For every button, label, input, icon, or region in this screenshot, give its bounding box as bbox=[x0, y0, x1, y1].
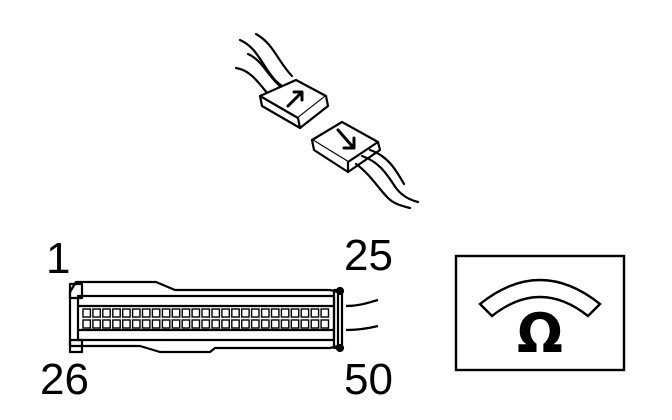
pin-cavity bbox=[141, 308, 151, 318]
pin-cavity bbox=[280, 308, 290, 318]
pin-cavity bbox=[92, 319, 102, 329]
pin-cavity bbox=[151, 308, 161, 318]
pin-cavity bbox=[270, 319, 280, 329]
pin-cavity bbox=[290, 308, 300, 318]
pin-cavity bbox=[300, 308, 310, 318]
pin-cavity bbox=[231, 319, 240, 329]
pin-cavity bbox=[201, 319, 211, 329]
pin-label-last-top: 25 bbox=[344, 231, 393, 280]
pin-cavity bbox=[131, 319, 141, 329]
pin-cavity bbox=[310, 308, 320, 318]
pin-cavity bbox=[161, 308, 171, 318]
pin-label-first-bottom: 26 bbox=[40, 355, 89, 404]
pin-cavity bbox=[171, 308, 181, 318]
pin-cavity bbox=[280, 319, 290, 329]
pin-cavity bbox=[141, 319, 151, 329]
pin-cavity bbox=[201, 308, 211, 318]
ohmmeter-icon bbox=[454, 254, 626, 372]
pin-cavity bbox=[211, 308, 221, 318]
pin-cavity bbox=[240, 308, 250, 318]
pin-label-first-top: 1 bbox=[46, 234, 70, 283]
pin-cavity bbox=[121, 319, 131, 329]
pin-cavity bbox=[92, 308, 102, 318]
pin-cavity bbox=[211, 319, 221, 329]
pin-cavity bbox=[260, 308, 270, 318]
pin-row-top bbox=[82, 308, 330, 318]
pin-cavity bbox=[121, 308, 131, 318]
pin-cavity bbox=[240, 319, 250, 329]
pin-cavity bbox=[102, 319, 111, 329]
pin-cavity bbox=[181, 319, 191, 329]
pin-cavity bbox=[151, 319, 161, 329]
pin-cavity bbox=[131, 308, 141, 318]
pin-cavity bbox=[191, 319, 201, 329]
pin-cavity bbox=[250, 319, 260, 329]
pin-cavity bbox=[112, 308, 121, 318]
pin-cavity bbox=[231, 308, 240, 318]
pin-cavity bbox=[310, 319, 320, 329]
pin-cavity bbox=[290, 319, 300, 329]
connector-disconnect-icon bbox=[234, 32, 420, 210]
pin-cavity bbox=[112, 319, 121, 329]
pin-cavity bbox=[250, 308, 260, 318]
ohm-symbol: Ω bbox=[517, 302, 563, 365]
pin-cavity bbox=[320, 308, 330, 318]
pin-label-last-bottom: 50 bbox=[344, 355, 393, 404]
pin-cavity bbox=[260, 319, 270, 329]
pin-cavity bbox=[221, 308, 230, 318]
pin-cavity bbox=[221, 319, 230, 329]
pin-cavity bbox=[82, 308, 92, 318]
pin-cavity bbox=[171, 319, 181, 329]
pin-cavity bbox=[191, 308, 201, 318]
pin-cavity bbox=[161, 319, 171, 329]
pin-cavity bbox=[320, 319, 330, 329]
pin-cavity bbox=[270, 308, 280, 318]
pin-cavity bbox=[300, 319, 310, 329]
pin-cavity bbox=[181, 308, 191, 318]
pin-cavity bbox=[102, 308, 111, 318]
pin-cavity bbox=[82, 319, 92, 329]
pin-row-bottom bbox=[82, 319, 330, 329]
